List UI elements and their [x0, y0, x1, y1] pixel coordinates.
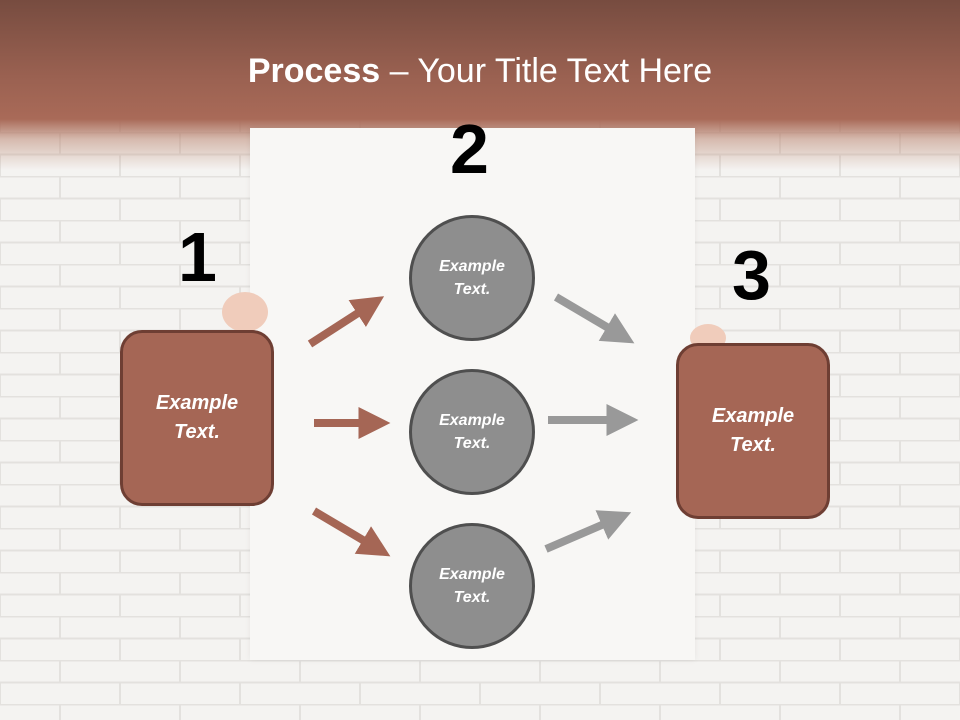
- circle-middle: Example Text.: [409, 369, 535, 495]
- step-3-box: Example Text.: [676, 343, 830, 519]
- left-hand-image: [222, 292, 268, 332]
- step-1-label-line1: Example: [155, 392, 239, 414]
- slide-title: Process – Your Title Text Here: [0, 52, 960, 91]
- circle-top: Example Text.: [409, 215, 535, 341]
- arrow-brown-down: [311, 507, 391, 557]
- circle-middle-line1: Example: [439, 412, 505, 429]
- step-3-label-line2: Text.: [730, 434, 776, 456]
- circle-bottom: Example Text.: [409, 523, 535, 649]
- step-number-3: 3: [732, 236, 771, 314]
- step-number-1: 1: [178, 218, 217, 296]
- title-bold: Process: [247, 52, 381, 90]
- circle-bottom-line1: Example: [439, 566, 505, 583]
- step-1-box: Example Text.: [120, 330, 274, 506]
- circle-middle-line2: Text.: [453, 435, 491, 452]
- arrow-gray-up: [544, 510, 632, 553]
- step-3-label-line1: Example: [711, 405, 795, 427]
- arrow-gray-down: [553, 293, 635, 344]
- arrow-brown-up: [307, 296, 385, 348]
- step-1-label-line2: Text.: [174, 421, 220, 443]
- step-number-2: 2: [450, 110, 489, 188]
- title-rest: – Your Title Text Here: [380, 52, 713, 90]
- circle-top-line2: Text.: [453, 281, 491, 298]
- circle-bottom-line2: Text.: [453, 589, 491, 606]
- circle-top-line1: Example: [439, 258, 505, 275]
